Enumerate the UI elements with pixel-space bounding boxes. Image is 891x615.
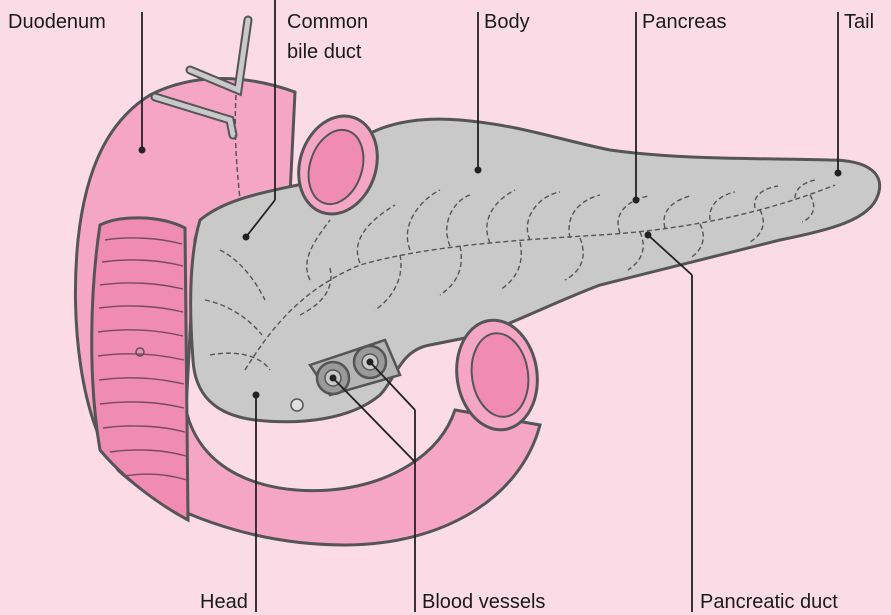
label-pancreas: Pancreas — [642, 10, 727, 34]
label-blood-vessels: Blood vessels — [422, 590, 545, 614]
label-head: Head — [200, 590, 248, 614]
label-common-bile-duct-line2: bile duct — [287, 40, 362, 64]
papilla-circle — [291, 399, 303, 411]
label-tail: Tail — [844, 10, 874, 34]
label-body: Body — [484, 10, 530, 34]
label-pancreatic-duct: Pancreatic duct — [700, 590, 838, 614]
label-common-bile-duct-line1: Common — [287, 10, 368, 34]
label-duodenum: Duodenum — [8, 10, 106, 34]
